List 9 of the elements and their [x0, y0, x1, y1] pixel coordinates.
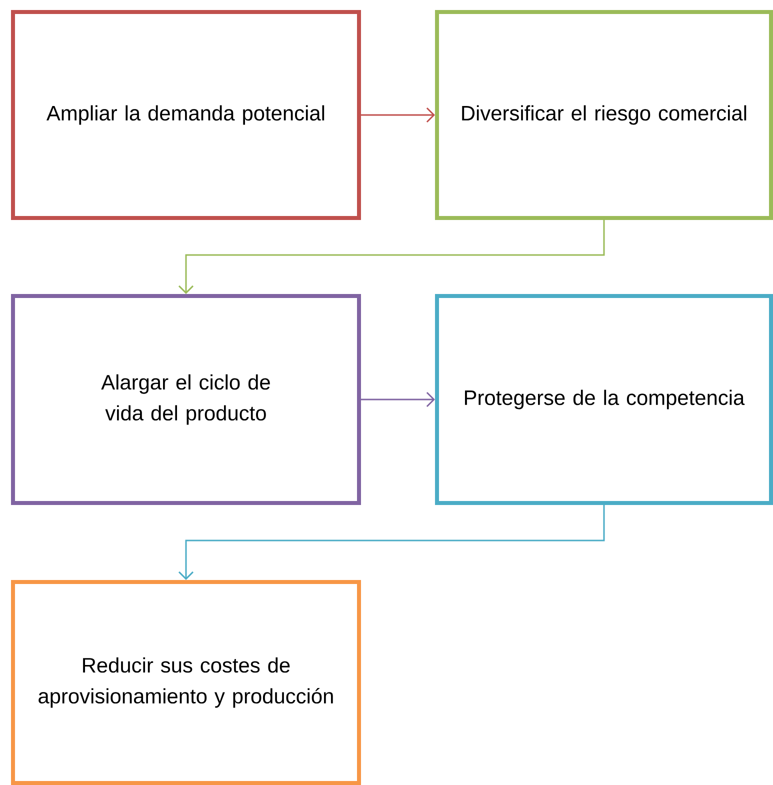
process-box: Protegerse de la competencia: [435, 294, 773, 505]
arrow: [361, 107, 435, 123]
process-box: Reducir sus costes de aprovisionamiento y producción: [11, 580, 361, 785]
process-box: Ampliar la demanda potencial: [11, 10, 361, 220]
arrow: [178, 505, 605, 580]
arrow: [178, 220, 605, 294]
process-box: Diversificar el riesgo comercial: [435, 10, 773, 220]
arrow: [361, 392, 435, 408]
process-box: Alargar el ciclo de vida del producto: [11, 294, 361, 505]
